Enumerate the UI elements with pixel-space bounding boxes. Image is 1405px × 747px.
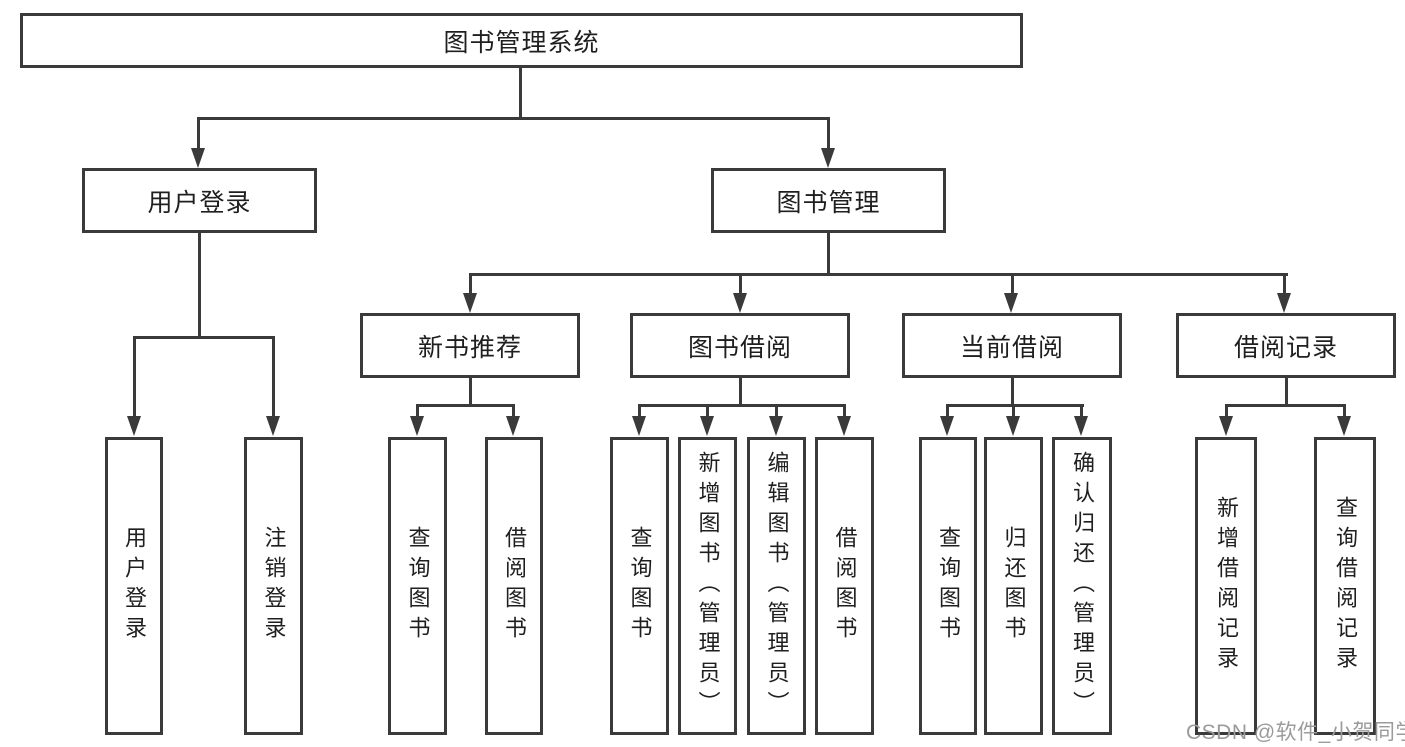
arrow-to-current-borrow <box>1004 293 1018 313</box>
node-new-book-recommend: 新书推荐 <box>360 313 580 378</box>
connector-leaf-bb-edit-stem <box>775 404 778 418</box>
node-current-borrow: 当前借阅 <box>902 313 1122 378</box>
leaf-user-login-label: 用户登录 <box>122 526 147 646</box>
arrow-leaf-bb-edit <box>769 416 783 436</box>
arrow-leaf-bb-query <box>632 416 646 436</box>
connector-leaf-cb-return-stem <box>1012 404 1015 418</box>
connector-to-user-login-stem <box>197 117 200 151</box>
node-root-label: 图书管理系统 <box>443 28 600 57</box>
leaf-bb-edit-books-label: 编辑图书（管理员） <box>764 451 790 721</box>
leaf-bb-edit-books: 编辑图书（管理员） <box>747 437 806 735</box>
leaf-cb-query-books: 查询图书 <box>919 437 977 735</box>
connector-to-book-borrow-stem <box>739 273 742 296</box>
leaf-br-add-record-label: 新增借阅记录 <box>1214 496 1239 676</box>
node-book-borrow-label: 图书借阅 <box>687 333 792 362</box>
node-borrow-records-label: 借阅记录 <box>1233 333 1338 362</box>
arrow-to-book-borrow <box>733 293 747 313</box>
connector-leaf-cb-confirm-stem <box>1080 404 1083 418</box>
leaf-br-query-record-label: 查询借阅记录 <box>1333 496 1358 676</box>
node-book-management-label: 图书管理 <box>776 188 881 217</box>
connector-to-borrow-records-stem <box>1283 273 1286 296</box>
connector-leaf-bb-borrow-stem <box>843 404 846 418</box>
leaf-nb-borrow-books: 借阅图书 <box>485 437 543 735</box>
leaf-bb-borrow-books: 借阅图书 <box>815 437 874 735</box>
leaf-cb-query-books-label: 查询图书 <box>936 526 961 646</box>
leaf-bb-query-books-label: 查询图书 <box>627 526 653 646</box>
leaf-nb-query-books-label: 查询图书 <box>405 526 431 646</box>
connector-leaf-br-query-stem <box>1343 404 1346 418</box>
node-root: 图书管理系统 <box>20 13 1023 68</box>
connector-root-branch <box>197 117 830 120</box>
connector-leaf-nb-borrow-stem <box>512 404 515 418</box>
leaf-bb-add-books-label: 新增图书（管理员） <box>695 451 721 721</box>
leaf-bb-add-books: 新增图书（管理员） <box>678 437 737 735</box>
leaf-bb-borrow-books-label: 借阅图书 <box>832 526 858 646</box>
arrow-leaf-nb-query <box>410 416 424 436</box>
connector-leaf-logout-stem <box>272 336 275 418</box>
arrow-leaf-logout <box>266 416 280 436</box>
connector-to-book-mgmt-stem <box>827 117 830 151</box>
connector-leaf-nb-query-stem <box>416 404 419 418</box>
connector-leaf-bb-add-stem <box>706 404 709 418</box>
leaf-cb-return-books-label: 归还图书 <box>1001 526 1027 646</box>
leaf-br-query-record: 查询借阅记录 <box>1314 437 1376 735</box>
arrow-leaf-user-login <box>127 416 141 436</box>
node-user-login-label: 用户登录 <box>147 188 252 217</box>
connector-book-mgmt-branch <box>469 273 1288 276</box>
node-new-book-recommend-label: 新书推荐 <box>417 333 522 362</box>
arrow-leaf-bb-borrow <box>837 416 851 436</box>
connector-root-stem <box>519 68 522 117</box>
connector-book-borrow-branch <box>638 404 846 407</box>
connector-leaf-bb-query-stem <box>638 404 641 418</box>
arrow-to-book-mgmt <box>821 148 835 168</box>
arrow-leaf-br-query <box>1337 416 1351 436</box>
arrow-leaf-cb-query <box>940 416 954 436</box>
connector-leaf-cb-query-stem <box>946 404 949 418</box>
node-book-borrow: 图书借阅 <box>630 313 850 378</box>
connector-borrow-records-branch <box>1225 404 1346 407</box>
connector-book-mgmt-stem <box>827 233 830 273</box>
arrow-to-borrow-records <box>1277 293 1291 313</box>
connector-current-borrow-stem <box>1011 378 1014 404</box>
connector-to-current-borrow-stem <box>1011 273 1014 296</box>
leaf-nb-query-books: 查询图书 <box>388 437 447 735</box>
leaf-cb-confirm-return: 确认归还（管理员） <box>1052 437 1112 735</box>
connector-new-book-stem <box>469 378 472 404</box>
connector-user-login-stem <box>198 233 201 336</box>
csdn-watermark: CSDN @软件_小贺同学 <box>1186 721 1405 744</box>
connector-borrow-records-stem <box>1285 378 1288 404</box>
connector-leaf-user-login-stem <box>133 336 136 418</box>
leaf-cb-confirm-return-label: 确认归还（管理员） <box>1070 451 1095 721</box>
leaf-cb-return-books: 归还图书 <box>984 437 1043 735</box>
connector-current-borrow-branch <box>946 404 1084 407</box>
arrow-to-new-book <box>463 293 477 313</box>
leaf-logout-label: 注销登录 <box>261 526 287 646</box>
leaf-logout: 注销登录 <box>244 437 303 735</box>
connector-leaf-br-add-stem <box>1225 404 1228 418</box>
arrow-leaf-bb-add <box>700 416 714 436</box>
leaf-nb-borrow-books-label: 借阅图书 <box>502 526 527 646</box>
arrow-leaf-cb-confirm <box>1074 416 1088 436</box>
connector-to-new-book-stem <box>469 273 472 296</box>
arrow-leaf-br-add <box>1219 416 1233 436</box>
leaf-br-add-record: 新增借阅记录 <box>1195 437 1257 735</box>
node-user-login: 用户登录 <box>82 168 317 233</box>
arrow-leaf-cb-return <box>1006 416 1020 436</box>
arrow-leaf-nb-borrow <box>506 416 520 436</box>
connector-book-borrow-stem <box>739 378 742 404</box>
node-borrow-records: 借阅记录 <box>1176 313 1396 378</box>
leaf-user-login: 用户登录 <box>105 437 163 735</box>
leaf-bb-query-books: 查询图书 <box>610 437 669 735</box>
connector-new-book-branch <box>416 404 515 407</box>
node-current-borrow-label: 当前借阅 <box>959 333 1064 362</box>
arrow-to-user-login <box>191 148 205 168</box>
node-book-management: 图书管理 <box>711 168 946 233</box>
connector-user-login-branch <box>133 336 275 339</box>
